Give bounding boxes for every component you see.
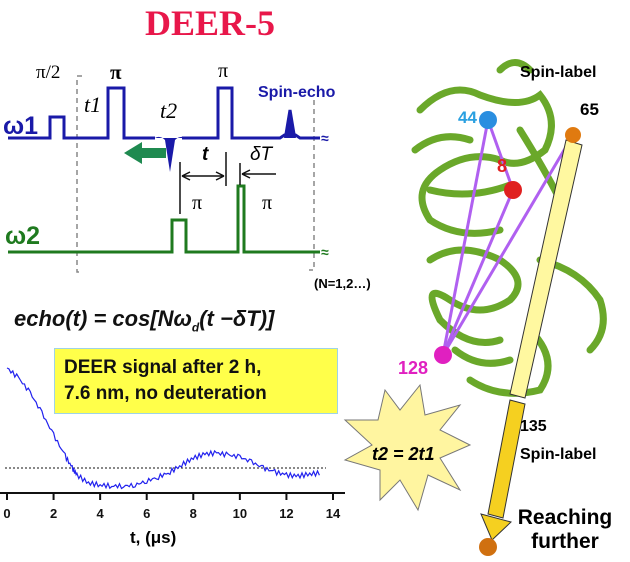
pi-label-3: π	[262, 192, 273, 214]
protein-structure	[411, 59, 607, 397]
pi-label-bold: π	[110, 60, 122, 84]
far-spin-sphere	[479, 538, 497, 556]
x-axis-label: t, (μs)	[130, 528, 177, 547]
x-tick-label: 2	[49, 506, 58, 521]
omega2-label: ω2	[5, 222, 41, 250]
t1-label: t1	[84, 92, 102, 117]
break-mark-1: ≈	[321, 130, 329, 146]
signal-note-box: DEER signal after 2 h, 7.6 nm, no deuter…	[54, 348, 338, 414]
deer-trace	[6, 367, 320, 490]
x-tick-label: 8	[189, 506, 197, 521]
channel2-line	[8, 184, 320, 254]
residue-65-sphere	[565, 127, 581, 143]
pi-label-1: π	[218, 60, 229, 82]
residue-8-sphere	[504, 181, 522, 199]
bracket-left	[76, 75, 82, 273]
x-tick-label: 14	[325, 506, 341, 521]
bracket-right	[309, 100, 315, 271]
note-line-1: DEER signal after 2 h,	[64, 357, 262, 378]
residue-128-sphere	[434, 346, 452, 364]
residue-135-label: 135	[520, 418, 547, 435]
spin-echo-peak	[284, 110, 296, 138]
t-label: t	[202, 144, 209, 165]
pi-label-2: π	[192, 192, 203, 214]
starburst-text: t2 = 2t1	[372, 444, 435, 464]
ruler	[509, 139, 583, 399]
spin-label-top: Spin-label	[520, 64, 597, 81]
deltaT-arrow	[241, 169, 276, 179]
distance-lines	[441, 119, 575, 356]
deltaT-label: δT	[250, 144, 273, 165]
residue-44-sphere	[479, 111, 497, 129]
echo-formula: echo(t) = cos[Nωd(t −δT)]	[14, 306, 275, 335]
break-mark-2: ≈	[321, 244, 329, 260]
note-line-2: 7.6 nm, no deuteration	[64, 383, 267, 404]
x-tick-label: 6	[143, 506, 151, 521]
shift-arrow-icon	[124, 142, 166, 164]
t2-label: t2	[160, 98, 178, 123]
x-tick-label: 12	[279, 506, 294, 521]
pi-half-label: π/2	[36, 62, 61, 83]
x-tick-label: 10	[232, 506, 248, 521]
x-tick-label: 0	[3, 506, 11, 521]
n-note: (N=1,2…)	[314, 276, 371, 291]
spin-echo-label: Spin-echo	[258, 84, 336, 101]
reaching-further-label: Reaching further	[517, 506, 613, 553]
inverted-pulse	[155, 136, 186, 172]
residue-128-label: 128	[398, 358, 429, 378]
page-title: DEER-5	[144, 3, 275, 43]
omega1-label: ω1	[3, 112, 39, 140]
t-arrow	[181, 171, 225, 181]
residue-44-label: 44	[458, 108, 477, 127]
residue-65-label: 65	[580, 100, 599, 119]
x-tick-label: 4	[96, 506, 104, 521]
ruler-extension	[487, 399, 526, 519]
channel1-line	[8, 86, 320, 140]
residue-8-label: 8	[497, 156, 508, 176]
reaching-arrow-icon	[480, 513, 512, 541]
spin-label-bottom: Spin-label	[520, 446, 597, 463]
starburst	[343, 383, 472, 512]
